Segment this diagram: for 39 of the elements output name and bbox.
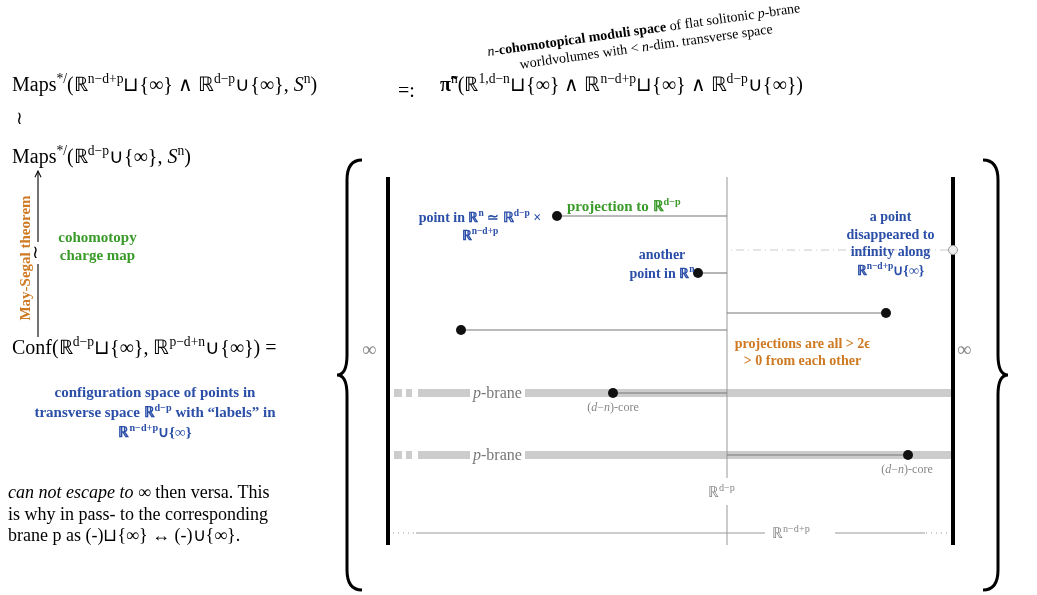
equivalence-symbol: ≀ <box>16 108 23 130</box>
infinity-symbol: ∞ <box>957 337 972 361</box>
edge-label: ≀ <box>32 242 39 264</box>
dot <box>608 388 618 398</box>
connector-line <box>465 329 728 331</box>
annotation: n-cohomotopical moduli space of flat solitonic p-brane worldvolumes with < n-dim. transverse space <box>485 0 803 73</box>
map-label: cohomotopy charge map <box>57 228 138 264</box>
paragraph-text: can not escape to ∞ then versa. This is why in pass- to the corresponding brane p as (-)⊔{∞} ↔ (-)∪{∞}. <box>8 482 271 547</box>
formula: π̃$^{n}$(ℝ$^{1,d−n}$⊔{∞} ∧ ℝ$^{n−d+p}$⊔{∞} ∧ ℝ$^{d−p}$∪{∞}) <box>440 70 803 97</box>
axis-label: ℝ$^{d−p}$ <box>708 482 735 501</box>
dot <box>903 450 913 460</box>
relation-symbol: =: <box>398 78 415 102</box>
formula: Conf(ℝ$^{d−p}$⊔{∞}, ℝ$^{p−d+n}$∪{∞}) = <box>12 333 277 360</box>
annotation: another point in ℝ$^{n}$ <box>628 246 696 282</box>
formula: Maps$^{*/}$(ℝ$^{d−p}$∪{∞}, S$^{n}$) <box>12 142 191 169</box>
annotation: a point disappeared to infinity along ℝ$^{n−d+p}$∪{∞} <box>845 208 936 279</box>
annotation: point in ℝ$^{n}$ ≃ ℝ$^{d−p}$ × ℝ$^{n−d+p}$ <box>417 208 543 245</box>
theorem-label: May-Segal theorem <box>16 194 34 323</box>
axis-label: ℝ$^{n−d+p}$ <box>772 523 810 542</box>
band-label: p-brane <box>470 383 525 403</box>
infinity-symbol: ∞ <box>362 337 377 361</box>
connector-line <box>726 454 904 456</box>
connector-line <box>561 215 728 217</box>
dot <box>552 211 562 221</box>
arrow <box>34 170 42 338</box>
edge-label: projection to ℝ$^{d−p}$ <box>567 196 681 215</box>
annotation: projections are all > 2ϵ > 0 from each other <box>733 336 872 370</box>
dot <box>881 308 891 318</box>
band-label: p-brane <box>470 445 525 465</box>
annotation: (d−n)-core <box>586 400 640 415</box>
connector-line <box>617 392 728 394</box>
connector-line <box>726 312 882 314</box>
dot <box>693 268 703 278</box>
hollow-dot <box>948 245 958 255</box>
formula: Maps$^{*/}$(ℝ$^{n−d+p}$⊔{∞} ∧ ℝ$^{d−p}$∪{∞}, S$^{n}$) <box>12 70 318 97</box>
annotation: configuration space of points in transverse space ℝ$^{d−p}$ with “labels” in ℝ$^{n−d+p}$∪{∞} <box>33 383 277 442</box>
connector-line <box>702 272 728 274</box>
annotation: (d−n)-core <box>880 462 934 477</box>
dot <box>456 325 466 335</box>
